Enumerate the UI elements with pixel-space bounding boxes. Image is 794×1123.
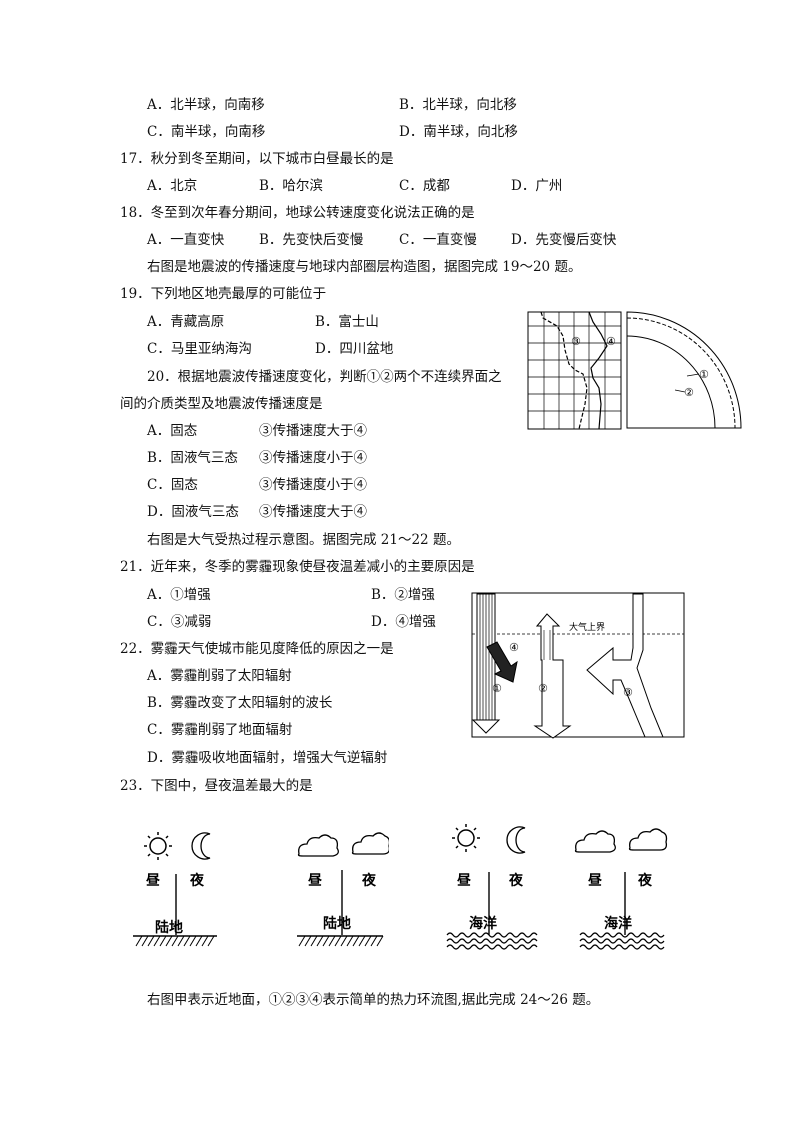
reflected-radiation-arrow: ④ <box>486 641 519 683</box>
q18-stem: 18．冬至到次年春分期间，地球公转速度变化说法正确的是 <box>120 205 475 221</box>
q20-option-d-medium: D．固液气三态 <box>147 504 239 520</box>
q18-option-c: C．一直变慢 <box>399 232 477 248</box>
intro-24-26: 右图甲表示近地面，①②③④表示简单的热力环流图,据此完成 24～26 题。 <box>147 992 600 1008</box>
sea-waves <box>446 932 538 950</box>
night-label: 夜 <box>189 872 205 889</box>
q23-panel-1: 昼 夜 陆地 <box>133 832 217 947</box>
seismic-label-3: ③ <box>571 335 581 348</box>
q20-option-a-speed: ③传播速度大于④ <box>259 423 367 439</box>
q21-option-c: C．③减弱 <box>147 614 212 630</box>
q20-option-d-speed: ③传播速度大于④ <box>259 504 367 520</box>
q19-stem: 19．下列地区地壳最厚的可能位于 <box>120 286 327 302</box>
surface-label: 陆地 <box>155 919 183 936</box>
q18-option-b: B．先变快后变慢 <box>259 232 364 248</box>
q16-option-b: B．北半球，向北移 <box>399 97 517 113</box>
q19-option-b: B．富士山 <box>315 314 379 330</box>
seismic-label-2: ② <box>684 386 694 399</box>
q20-option-a-medium: A．固态 <box>147 423 198 439</box>
moon-icon <box>506 826 526 854</box>
q21-stem: 21．近年来，冬季的雾霾现象使昼夜温差减小的主要原因是 <box>120 559 475 575</box>
q19-option-c: C．马里亚纳海沟 <box>147 341 252 357</box>
q16-option-a: A．北半球，向南移 <box>147 97 265 113</box>
sun-icon <box>144 832 172 860</box>
q21-option-a: A．①增强 <box>147 587 211 603</box>
surface-label: 陆地 <box>323 915 351 932</box>
night-label: 夜 <box>508 872 524 889</box>
q23-panel-4: 昼 夜 海洋 <box>574 828 668 950</box>
q20-stem-line2: 间的介质类型及地震波传播速度是 <box>120 396 323 412</box>
atmospheric-heating-figure: 大气上界 ① ④ ② ③ <box>471 592 685 739</box>
heat-label-4: ④ <box>509 641 519 654</box>
night-label: 夜 <box>637 872 653 889</box>
q21-option-d: D．④增强 <box>371 614 436 630</box>
q20-option-b-medium: B．固液气三态 <box>147 450 238 466</box>
q19-option-d: D．四川盆地 <box>315 341 394 357</box>
q22-option-d: D．雾霾吸收地面辐射，增强大气逆辐射 <box>147 750 388 766</box>
intro-19-20: 右图是地震波的传播速度与地球内部圈层构造图，据图完成 19～20 题。 <box>147 259 582 275</box>
q22-stem: 22．雾霾天气使城市能见度降低的原因之一是 <box>120 641 394 657</box>
seismic-label-4: ④ <box>606 335 616 348</box>
q18-option-a: A．一直变快 <box>147 232 225 248</box>
sea-waves <box>579 932 665 950</box>
q20-option-c-medium: C．固态 <box>147 477 198 493</box>
ground-radiation-arrow: ② <box>533 613 572 739</box>
heat-label-2: ② <box>538 682 548 695</box>
heat-label-3: ③ <box>623 686 633 699</box>
wave-speed-grid: ③ ④ <box>527 311 622 430</box>
sun-icon <box>452 824 480 852</box>
q16-option-c: C．南半球，向南移 <box>147 124 266 140</box>
q23-stem: 23．下图中，昼夜温差最大的是 <box>120 778 313 794</box>
q19-option-a: A．青藏高原 <box>147 314 225 330</box>
q18-option-d: D．先变慢后变快 <box>511 232 617 248</box>
q20-option-c-speed: ③传播速度小于④ <box>259 477 367 493</box>
moon-icon <box>191 832 211 860</box>
night-label: 夜 <box>361 872 377 889</box>
q17-option-a: A．北京 <box>147 178 198 194</box>
day-label: 昼 <box>308 873 322 889</box>
earth-layers-quadrant: ① ② <box>626 311 742 429</box>
atmosphere-top-label: 大气上界 <box>569 621 605 633</box>
surface-label: 海洋 <box>469 915 497 932</box>
cloud-icon <box>351 832 389 855</box>
q22-option-a: A．雾霾削弱了太阳辐射 <box>147 668 292 684</box>
intro-21-22: 右图是大气受热过程示意图。据图完成 21～22 题。 <box>147 532 460 548</box>
day-label: 昼 <box>457 873 471 889</box>
q21-option-b: B．②增强 <box>371 587 435 603</box>
q23-panel-3: 昼 夜 海洋 <box>446 824 538 950</box>
q17-option-d: D．广州 <box>511 178 563 194</box>
cloud-icon <box>574 830 616 853</box>
day-label: 昼 <box>146 873 160 889</box>
q22-option-b: B．雾霾改变了太阳辐射的波长 <box>147 695 333 711</box>
q22-option-c: C．雾霾削弱了地面辐射 <box>147 722 293 738</box>
q17-option-b: B．哈尔滨 <box>259 178 323 194</box>
cloud-icon <box>628 828 668 851</box>
heat-label-1: ① <box>492 682 502 695</box>
atmospheric-counter-radiation-arrow: ③ <box>586 593 664 738</box>
q17-option-c: C．成都 <box>399 178 450 194</box>
seismic-wave-figure: ③ ④ ① ② <box>527 311 742 430</box>
seismic-label-1: ① <box>699 368 709 381</box>
q17-stem: 17．秋分到冬至期间，以下城市白昼最长的是 <box>120 151 394 167</box>
q20-option-b-speed: ③传播速度小于④ <box>259 450 367 466</box>
q16-option-d: D．南半球，向北移 <box>399 124 518 140</box>
cloud-icon <box>297 834 339 857</box>
surface-label: 海洋 <box>604 915 632 932</box>
day-label: 昼 <box>588 873 602 889</box>
q20-stem-line1: 20．根据地震波传播速度变化，判断①②两个不连续界面之 <box>147 369 502 385</box>
q23-panel-2: 昼 夜 陆地 <box>297 832 389 947</box>
